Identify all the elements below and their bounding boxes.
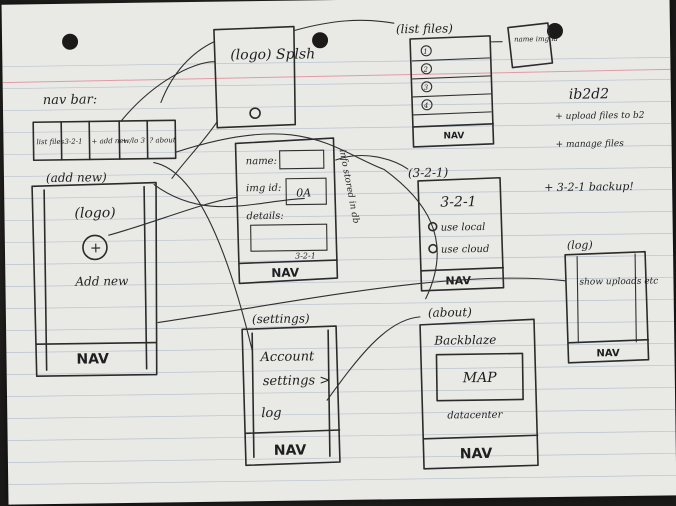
settings-line-1: Account bbox=[259, 349, 315, 365]
nav-cell-list-files: list files bbox=[36, 138, 64, 146]
ruled-lines bbox=[2, 57, 676, 485]
add-new-header: (add new) bbox=[46, 170, 107, 185]
info-stored-note: info stored in db bbox=[337, 149, 361, 225]
splash-screen-sketch bbox=[213, 25, 297, 129]
add-plus: + bbox=[90, 240, 102, 256]
three-two-one-nav: NAV bbox=[445, 274, 471, 287]
settings-log: log bbox=[261, 406, 282, 421]
info-img-label: img id: bbox=[246, 183, 281, 194]
add-new-caption: Add new bbox=[74, 274, 129, 289]
add-new-screen-sketch bbox=[31, 181, 158, 378]
info-nav: NAV bbox=[271, 266, 300, 280]
info-details-label: details: bbox=[246, 211, 283, 223]
info-name-label: name: bbox=[246, 156, 277, 167]
about-map: MAP bbox=[462, 370, 498, 386]
add-new-logo: (logo) bbox=[74, 205, 115, 222]
list-item-1: 1 bbox=[423, 48, 428, 56]
nav-cell-add-new: + add new bbox=[91, 137, 129, 146]
nav-cell-about: ? about bbox=[149, 136, 175, 144]
about-title: Backblaze bbox=[433, 333, 496, 348]
info-id-value: 0A bbox=[296, 186, 311, 199]
list-thumb-text: name img id bbox=[514, 35, 559, 44]
notes-title: ib2d2 bbox=[569, 86, 610, 103]
margin-line bbox=[2, 68, 671, 84]
settings-line-2: settings > bbox=[263, 373, 331, 389]
list-item-2: 2 bbox=[422, 66, 428, 74]
option-use-local: use local bbox=[441, 222, 486, 234]
three-two-one-title: 3-2-1 bbox=[440, 194, 476, 211]
log-text: show uploads etc bbox=[579, 277, 658, 288]
nav-cell-321: 3-2-1 bbox=[64, 138, 82, 146]
option-use-cloud: use cloud bbox=[441, 244, 489, 256]
about-screen-sketch bbox=[419, 318, 539, 470]
notes-bullet-3: + 3-2-1 backup! bbox=[544, 180, 634, 194]
info-form-screen-sketch bbox=[234, 137, 339, 285]
list-files-header: (list files) bbox=[396, 21, 453, 36]
info-version-tag: 3-2-1 bbox=[295, 251, 316, 260]
log-header: (log) bbox=[567, 238, 593, 251]
notes-bullet-1: + upload files to b2 bbox=[555, 111, 645, 122]
list-item-4: 4 bbox=[423, 102, 429, 110]
settings-screen-sketch bbox=[241, 325, 341, 467]
settings-header: (settings) bbox=[252, 311, 310, 326]
notes-bullet-2: + manage files bbox=[555, 139, 624, 150]
add-circle-icon bbox=[82, 234, 108, 261]
flow-arrows bbox=[108, 19, 567, 401]
list-item-3: 3 bbox=[424, 84, 429, 92]
nav-cell-log: + /lo 3 bbox=[121, 137, 145, 145]
about-header: (about) bbox=[428, 305, 472, 320]
log-screen-sketch bbox=[564, 250, 650, 364]
three-two-one-header: (3-2-1) bbox=[408, 165, 449, 180]
log-nav: NAV bbox=[596, 348, 620, 359]
about-caption: datacenter bbox=[447, 410, 503, 422]
about-nav: NAV bbox=[460, 446, 493, 462]
list-files-screen-sketch bbox=[409, 35, 495, 148]
splash-title: (logo) Splsh bbox=[230, 46, 315, 63]
list-files-nav: NAV bbox=[443, 131, 464, 141]
settings-nav: NAV bbox=[274, 442, 307, 458]
add-new-nav: NAV bbox=[76, 351, 109, 367]
nav-bar-label: nav bar: bbox=[43, 92, 97, 108]
nav-bar-sketch bbox=[32, 119, 177, 162]
list-thumb-sketch bbox=[507, 22, 554, 69]
splash-spinner-icon bbox=[249, 107, 261, 119]
